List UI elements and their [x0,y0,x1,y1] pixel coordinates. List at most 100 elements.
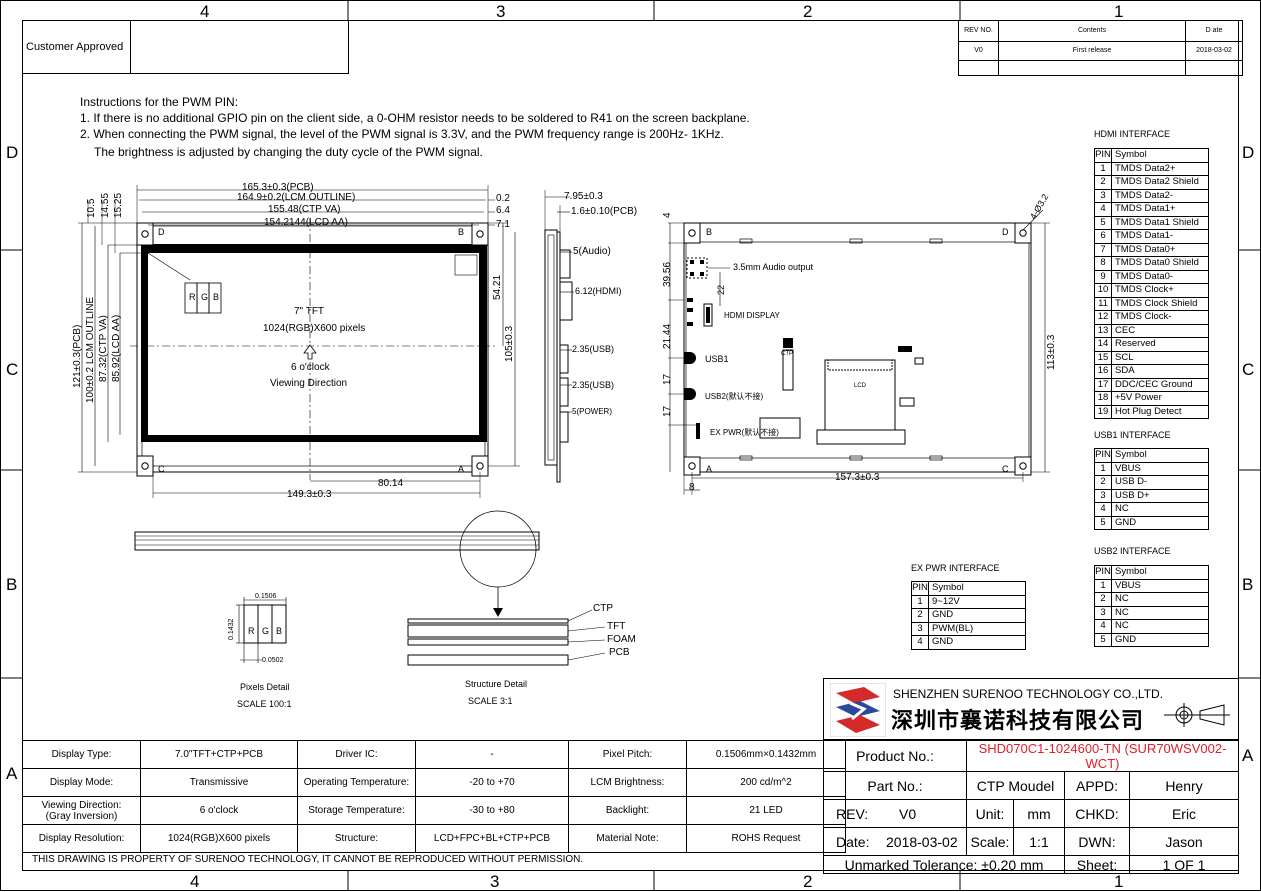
back-dim-113: 113±0.3 [1046,334,1057,370]
back-corner-c: C [1002,464,1009,474]
pin-number: 3 [1094,488,1112,503]
pin-number: 16 [1094,364,1112,379]
pin-number: 10 [1094,283,1112,298]
customer-approved-label: Customer Approved [26,41,124,53]
front-label-6-oclock: 6 o'clock [291,362,330,373]
pin-symbol: TMDS Data2+ [1111,161,1209,176]
pin-number: 14 [1094,337,1112,352]
front-dim-right-0-2: 0.2 [496,193,510,204]
dwn-label: DWN: [1064,827,1130,856]
pin-number: 11 [1094,296,1112,311]
front-dim-lcm-height: 100±0.2 LCM OUTLINE [85,296,96,403]
back-dim-17-a: 17 [662,373,673,385]
tolerance-note: Unmarked Tolerance: ±0.20 mm [823,855,1065,874]
pin-number: 6 [1094,229,1112,244]
front-corner-c: C [158,464,165,474]
row-label-right-a: A [1242,746,1254,765]
back-view-drawing [668,210,1050,495]
company-name-cn: 深圳市襄诺科技有限公司 [891,708,1145,733]
company-logo-icon [830,683,886,737]
pin-number: 3 [911,621,929,636]
pin-symbol: Hot Plug Detect [1111,404,1209,419]
spec-value: 1024(RGB)X600 pixels [140,824,298,853]
structure-scale: SCALE 3:1 [468,696,513,706]
col-label-top-3: 3 [496,2,506,21]
pin-number: 9 [1094,269,1112,284]
back-corner-a: A [706,464,713,474]
back-label-ctp: CTP [781,351,793,357]
row-label-left-b: B [6,575,18,594]
unit-value: mm [1013,799,1065,828]
spec-row: Viewing Direction: (Gray Inversion)6 o'c… [22,796,846,825]
instructions-line-3: The brightness is adjusted by changing t… [94,145,483,159]
pixels-detail-scale: SCALE 100:1 [237,699,292,709]
rev-row-date: 2018-03-02 [1185,41,1243,61]
footer-copyright: THIS DRAWING IS PROPERTY OF SURENOO TECH… [32,854,584,865]
back-label-expwr: EX PWR(默认不接) [710,428,779,437]
chkd-label: CHKD: [1064,799,1130,828]
back-dim-157-3: 157.3±0.3 [835,472,880,483]
row-label-right-c: C [1242,360,1255,379]
pin-number: 4 [911,635,929,650]
pin-symbol: GND [928,635,1026,650]
instructions-title: Instructions for the PWM PIN: [80,95,239,109]
structure-layer-foam: FOAM [607,634,636,645]
pin-symbol: TMDS Data2- [1111,188,1209,203]
pin-symbol: SDA [1111,364,1209,379]
front-label-viewing-direction: Viewing Direction [270,378,348,389]
pin-symbol: GND [1111,515,1209,530]
col-label-bottom-1: 1 [1114,872,1124,891]
back-dim-21-44: 21.44 [662,323,673,349]
pin-number: 2 [1094,175,1112,190]
rev-row-contents: First release [998,41,1186,61]
rev-header-contents: Contents [998,20,1186,42]
pin-symbol: USB D+ [1111,488,1209,503]
row-label-right-b: B [1242,575,1254,594]
side-dim-power: 5(POWER) [572,407,612,416]
pin-number: 17 [1094,377,1112,392]
pin-symbol: NC [1111,592,1209,607]
back-label-audio: 3.5mm Audio output [733,262,814,272]
rev-value: V0 [899,806,917,822]
front-corner-a: A [458,464,465,474]
spec-label: Backlight: [568,796,687,825]
customer-approved-box: Customer Approved [22,20,349,74]
front-label-resolution: 1024(RGB)X600 pixels [263,323,366,334]
front-dim-lcd-aa-height: 85.92(LCD AA) [111,314,122,382]
front-view-drawing [78,185,520,498]
pin-number: 3 [1094,605,1112,620]
pin-symbol: NC [1111,502,1209,517]
front-dim-105: 105±0.3 [504,325,515,362]
spec-value: Transmissive [140,768,298,797]
front-rgb-r: R [189,292,196,302]
pin-symbol: SCL [1111,350,1209,365]
rev-row-no: V0 [958,41,999,61]
hdmi-interface-title: HDMI INTERFACE [1094,129,1171,139]
row-label-left-d: D [6,143,19,162]
title-block-table: Product No.: SHD070C1-1024600-TN (SUR70W… [823,740,1239,874]
structure-title: Structure Detail [465,679,528,689]
back-dim-39-56: 39.56 [662,261,673,287]
front-dim-pcb-height: 121±0.3(PCB) [72,324,83,388]
back-label-audio-dim: 22 [716,284,726,295]
structure-layer-tft: TFT [607,621,626,632]
chkd-value: Eric [1129,799,1239,828]
dwn-value: Jason [1129,827,1239,856]
date-value: 2018-03-02 [886,834,958,850]
company-block: SHENZHEN SURENOO TECHNOLOGY CO.,LTD. 深圳市… [823,678,1239,740]
